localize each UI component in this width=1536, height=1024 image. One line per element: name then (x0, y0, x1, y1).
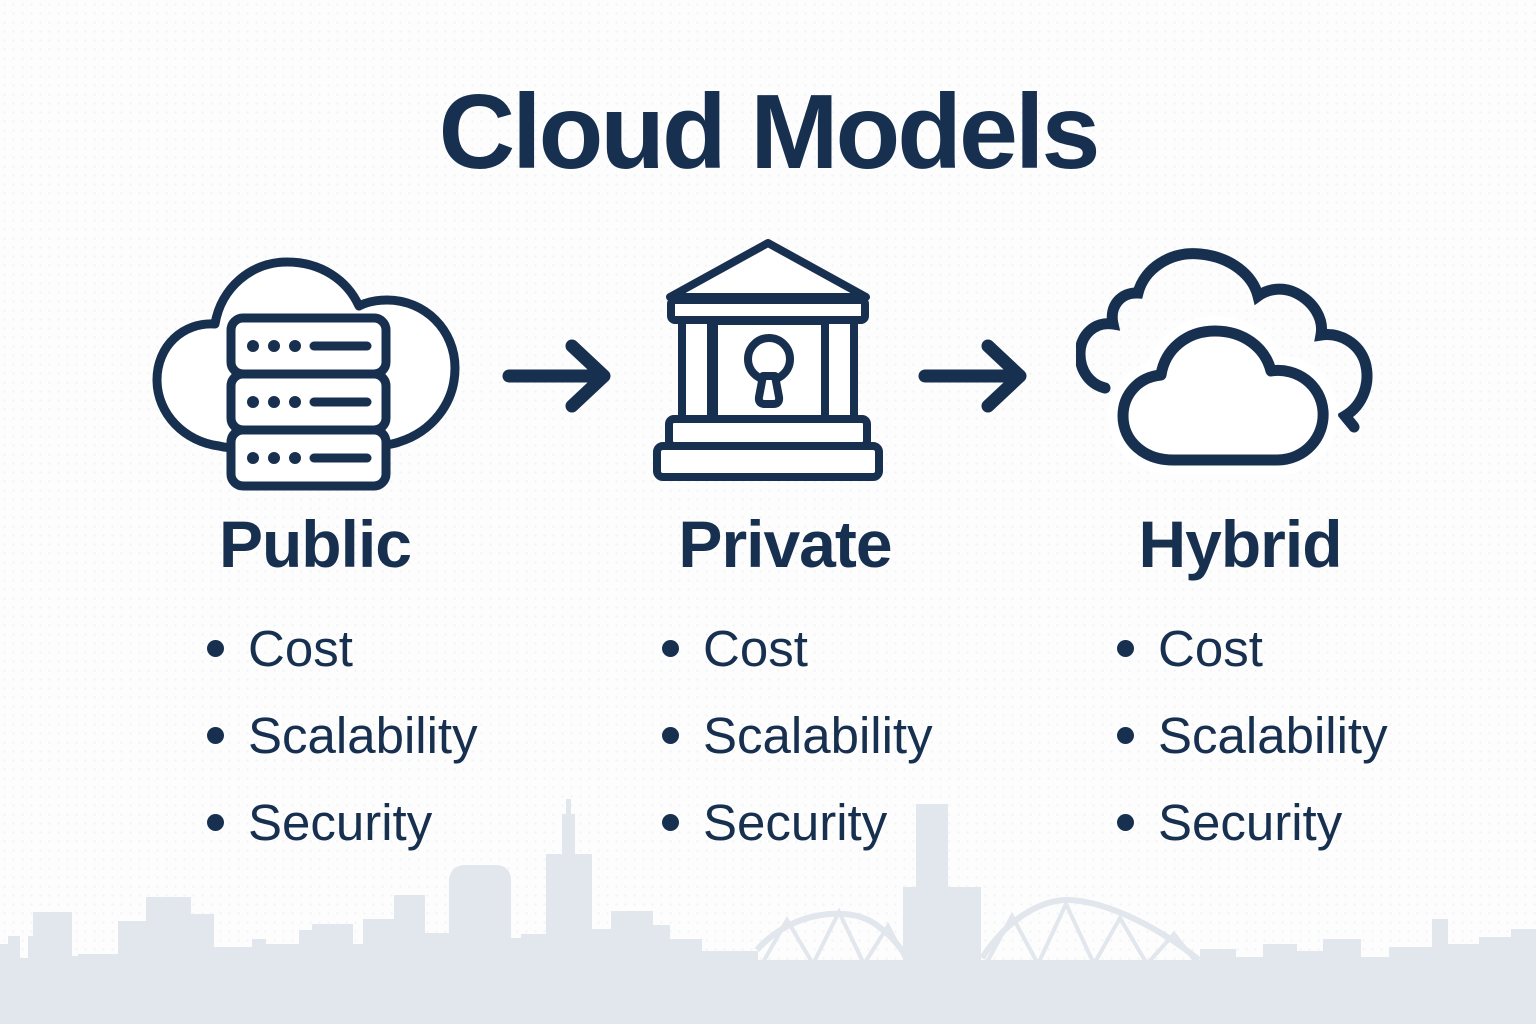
list-item: Security (1117, 793, 1388, 851)
bullet-icon (662, 639, 679, 657)
list-item: Scalability (662, 706, 933, 764)
bridge-icon (978, 896, 1204, 969)
list-item-label: Security (703, 793, 888, 851)
cloud-server-icon (147, 234, 465, 492)
list-item: Security (662, 793, 933, 851)
list-item: Cost (207, 619, 478, 677)
list-item: Scalability (1117, 706, 1388, 764)
list-item: Security (207, 793, 478, 851)
list-item-label: Security (248, 793, 433, 851)
page-title: Cloud Models (438, 73, 1101, 191)
bullet-icon (662, 726, 679, 744)
list-item-label: Scalability (703, 706, 933, 764)
bullet-icon (207, 639, 224, 657)
list-item-label: Cost (248, 619, 353, 677)
private-feature-list: Cost Scalability Security (662, 619, 933, 880)
list-item: Scalability (207, 706, 478, 764)
list-item-label: Scalability (1158, 706, 1388, 764)
buildings-silhouette (0, 799, 1536, 1024)
bullet-icon (207, 813, 224, 831)
bullet-icon (1117, 726, 1134, 744)
column-header-public: Public (218, 507, 412, 581)
list-item-label: Security (1158, 793, 1343, 851)
list-item: Cost (662, 619, 933, 677)
list-item: Cost (1117, 619, 1388, 677)
public-feature-list: Cost Scalability Security (207, 619, 478, 880)
bridge-icon (748, 907, 912, 969)
list-item-label: Cost (703, 619, 808, 677)
dual-cloud-icon (1076, 238, 1390, 482)
bullet-icon (1117, 813, 1134, 831)
hybrid-feature-list: Cost Scalability Security (1117, 619, 1388, 880)
arrow-right-icon (500, 336, 622, 416)
column-header-private: Private (678, 507, 892, 581)
list-item-label: Scalability (248, 706, 478, 764)
bullet-icon (662, 813, 679, 831)
list-item-label: Cost (1158, 619, 1263, 677)
bullet-icon (207, 726, 224, 744)
column-header-hybrid: Hybrid (1138, 507, 1342, 581)
bullet-icon (1117, 639, 1134, 657)
arrow-right-icon (916, 336, 1038, 416)
bank-lock-icon (653, 237, 883, 483)
